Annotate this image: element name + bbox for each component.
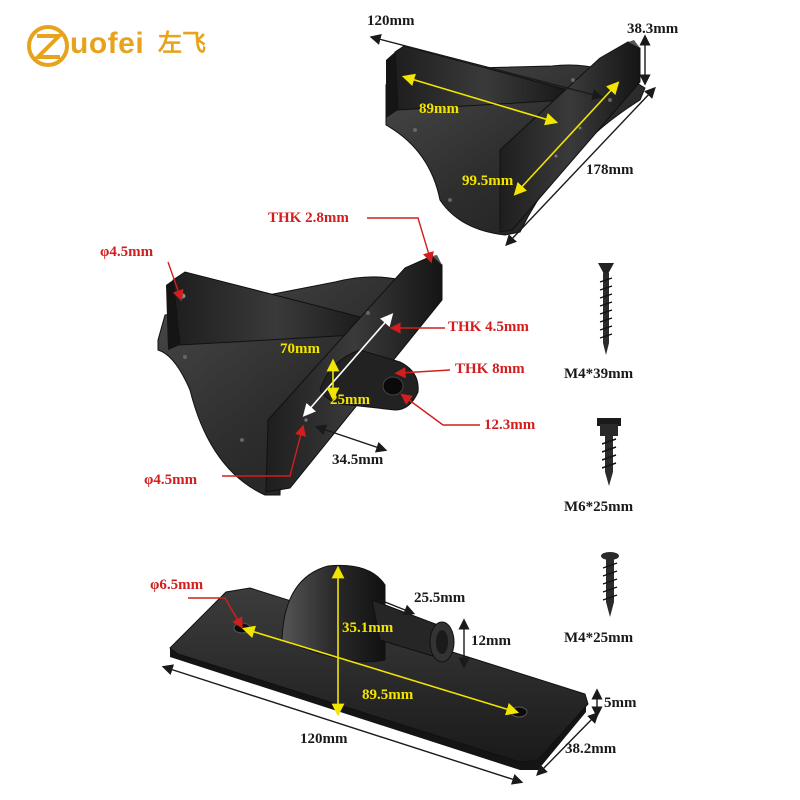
middle-rail-dim-line [302,313,394,417]
bottom-hole-leader [188,597,243,629]
top-bracket [385,40,646,236]
hole-top-label: φ4.5mm [100,244,154,260]
brand-name-cn: 左飞 [158,29,206,57]
top-height-label: 38.3mm [627,21,679,37]
pin-diameter-label: 12mm [471,633,511,649]
screw-m4-25-label: M4*25mm [564,630,634,646]
top-length-dim-line [505,86,656,247]
screw-m6-25-icon [597,418,621,486]
screw-m4-39-label: M4*39mm [564,366,634,382]
middle-bracket [157,255,443,496]
tab-height-label: 25mm [330,392,370,408]
bottom-hole-label: φ6.5mm [150,577,204,593]
hole-bottom-label: φ4.5mm [144,472,198,488]
pin-length-dim-line [379,599,416,616]
tab-depth-dim-line [314,424,388,453]
thk-tab-label: THK 8mm [455,361,525,377]
screw-m4-25-icon [601,552,619,617]
bottom-plate [169,564,589,770]
tab-hole-label: 12.3mm [484,417,536,433]
brand-logo-icon [27,25,69,67]
middle-rail-label: 70mm [280,341,320,357]
mount-height-label: 35.1mm [342,620,394,636]
screw-m4-39-icon [598,263,614,355]
thk-plate-label: THK 2.8mm [268,210,349,226]
tab-hole-leader [400,393,480,426]
tab-depth-label: 34.5mm [332,452,384,468]
hole-bottom-leader [222,424,307,477]
brand-name: uofei [70,27,145,60]
thickness-label: 5mm [604,695,637,711]
thk-tab-leader [394,367,451,379]
pin-length-label: 25.5mm [414,590,466,606]
top-rail-label: 99.5mm [462,173,514,189]
hole-spacing-label: 89.5mm [362,687,414,703]
length-dim-line [161,664,524,785]
screw-m6-25-label: M6*25mm [564,499,634,515]
width-label: 38.2mm [565,741,617,757]
thk-plate-leader [367,217,434,264]
top-length-label: 178mm [586,162,634,178]
width-dim-line [536,712,599,776]
thk-rail-label: THK 4.5mm [448,319,529,335]
top-width-label: 120mm [367,13,415,29]
length-label: 120mm [300,731,348,747]
hole-top-leader [167,261,184,302]
top-inner-label: 89mm [419,101,459,117]
